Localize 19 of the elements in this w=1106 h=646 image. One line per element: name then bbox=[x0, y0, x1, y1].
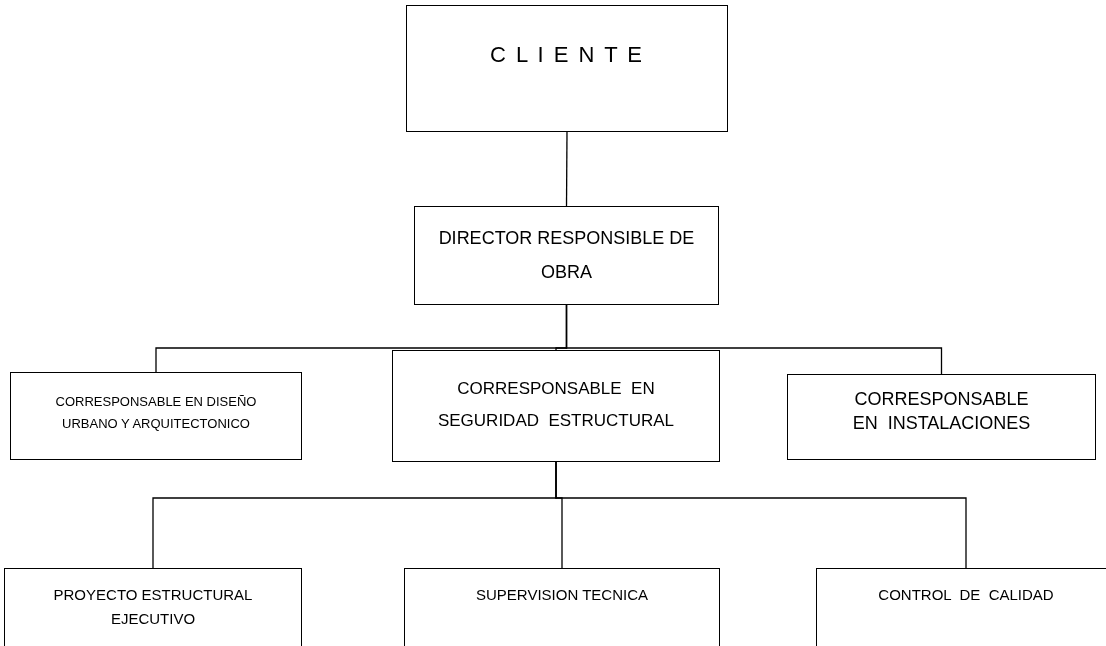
org-box bbox=[10, 372, 302, 460]
org-box bbox=[414, 206, 719, 305]
box-label: CORRESPONSABLE EN DISEÑO URBANO Y ARQUITECTONICO bbox=[54, 393, 258, 433]
box-label: DIRECTOR RESPONSIBLE DE OBRA bbox=[437, 227, 696, 284]
connector-line bbox=[565, 304, 943, 375]
box-label: CORRESPONSABLE EN SEGURIDAD ESTRUCTURAL bbox=[436, 378, 676, 432]
org-box bbox=[4, 568, 302, 646]
org-box bbox=[787, 374, 1096, 460]
connector-line bbox=[555, 461, 967, 569]
org-box bbox=[406, 5, 728, 132]
org-box bbox=[816, 568, 1106, 646]
org-box bbox=[404, 568, 720, 646]
box-label: SUPERVISION TECNICA bbox=[475, 585, 649, 605]
box-label: CORRESPONSABLE EN INSTALACIONES bbox=[851, 388, 1032, 435]
box-label: CONTROL DE CALIDAD bbox=[877, 585, 1055, 605]
box-label: C L I E N T E bbox=[489, 41, 645, 69]
connector-line bbox=[565, 131, 568, 207]
box-label: PROYECTO ESTRUCTURAL EJECUTIVO bbox=[52, 585, 254, 629]
org-box bbox=[392, 350, 720, 462]
